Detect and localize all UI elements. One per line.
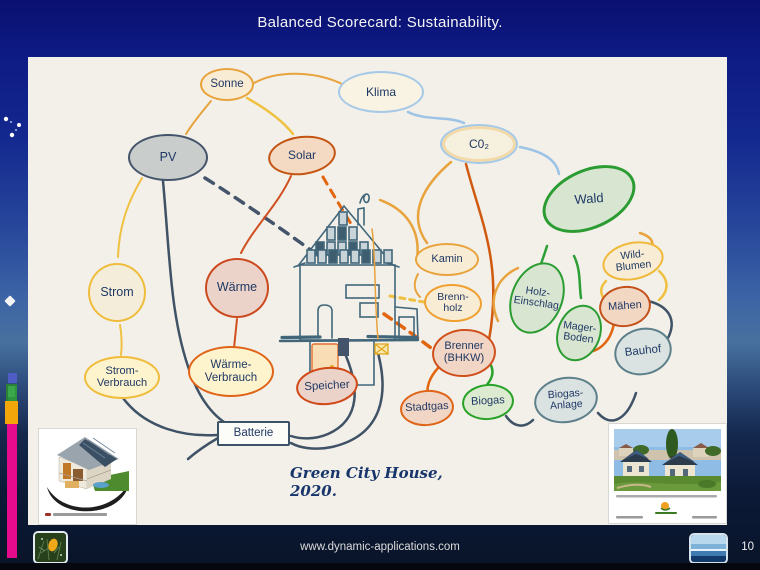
- node-strom-label: Strom: [100, 284, 134, 299]
- node-stadtgas-label: Stadtgas: [404, 399, 449, 415]
- node-sonne: Sonne: [200, 68, 254, 101]
- node-waerme-label: Wärme: [216, 280, 258, 295]
- house-window: [359, 302, 379, 318]
- page-number: 10: [741, 541, 754, 553]
- node-waerme-verbrauch-label: Wärme-Verbrauch: [204, 359, 258, 384]
- diamond-marker-icon: [4, 295, 16, 307]
- flower-photo-art: [35, 533, 66, 562]
- node-klima-shape: [338, 71, 424, 113]
- node-kamin-label: Kamin: [431, 252, 463, 265]
- rail-marker-blue: [8, 373, 17, 383]
- basement-box: [374, 343, 389, 355]
- node-bauhof-label: Bauhof: [624, 343, 662, 360]
- slide-canvas[interactable]: Sonne Klima PV Solar C0₂ Wald Kamin Bre: [28, 57, 727, 525]
- node-maehen: Mähen: [596, 282, 654, 331]
- sea-thumbnail[interactable]: [689, 533, 728, 564]
- footer-url: www.dynamic-applications.com: [300, 541, 460, 553]
- constellation-dots-icon: [3, 116, 21, 138]
- node-wild-blumen: Wild-Blumen: [598, 235, 668, 287]
- node-solar: Solar: [265, 132, 339, 179]
- node-batterie-shape: [217, 421, 290, 446]
- flower-thumbnail[interactable]: [33, 531, 68, 564]
- node-pv-label: PV: [159, 149, 177, 164]
- solar-panel-grid: [306, 211, 393, 264]
- node-brenner-bhkw-label: Brenner (BHKW): [443, 340, 485, 364]
- photo-house-left: [620, 450, 652, 476]
- node-kamin: Kamin: [415, 243, 479, 276]
- house-cutaway-art: [45, 437, 129, 516]
- node-co2-label: C0₂: [469, 136, 489, 151]
- node-speicher: Speicher: [294, 363, 360, 409]
- slide-title: Balanced Scorecard: Sustainability.: [257, 14, 503, 31]
- node-brenner-bhkw: Brenner (BHKW): [430, 326, 498, 380]
- node-waerme-verbrauch: Wärme-Verbrauch: [188, 346, 274, 397]
- node-mager-boden-label: Mager-Boden: [562, 318, 598, 346]
- solar-houses-art: [614, 429, 721, 519]
- rail-marker-orange: [5, 401, 18, 424]
- node-brennholz-label: Brenn-holz: [437, 290, 469, 314]
- node-wald: Wald: [532, 151, 646, 247]
- solar-houses-figure: [608, 423, 727, 524]
- node-batterie-label: Batterie: [233, 427, 274, 440]
- bottom-strip: [0, 563, 760, 570]
- house-sketch: [278, 193, 420, 386]
- node-holz-einschlag: Holz-Einschlag: [499, 253, 575, 343]
- node-waerme: Wärme: [205, 258, 269, 318]
- rail-marker-green: [6, 384, 17, 401]
- node-solar-label: Solar: [287, 148, 316, 163]
- node-strom: Strom: [88, 263, 146, 322]
- basement-device: [338, 338, 349, 356]
- node-wild-blumen-label: Wild-Blumen: [615, 247, 652, 274]
- node-pv: PV: [128, 134, 208, 181]
- node-strom-verbrauch-label: Strom-Verbrauch: [96, 364, 148, 389]
- node-stadtgas: Stadtgas: [398, 387, 456, 429]
- node-sonne-label: Sonne: [210, 78, 244, 91]
- sea-photo-art: [691, 535, 726, 562]
- node-strom-verbrauch: Strom-Verbrauch: [84, 356, 160, 399]
- node-strom-verbrauch-shape: [84, 356, 160, 399]
- node-biogas-label: Biogas: [470, 394, 506, 408]
- house-door: [317, 304, 333, 339]
- node-co2-shape: [440, 124, 518, 164]
- node-mager-boden: Mager-Boden: [548, 298, 610, 368]
- node-biogas-anlage-label: Biogas-Anlage: [547, 386, 584, 413]
- node-strom-shape: [88, 263, 146, 322]
- node-batterie: Batterie: [217, 421, 290, 446]
- node-sonne-shape: [200, 68, 254, 101]
- house-chimney: [357, 207, 365, 226]
- node-co2: C0₂: [440, 124, 518, 164]
- rail-marker-magenta: [7, 424, 17, 558]
- slide-caption: Green City House, 2020.: [290, 464, 443, 500]
- node-wald-label: Wald: [573, 189, 605, 207]
- node-speicher-label: Speicher: [304, 378, 350, 393]
- node-maehen-label: Mähen: [607, 298, 643, 313]
- house-window: [345, 284, 380, 299]
- node-biogas: Biogas: [460, 381, 516, 423]
- node-bauhof: Bauhof: [609, 321, 677, 382]
- house-cutaway-figure: [38, 428, 137, 525]
- node-biogas-anlage: Biogas-Anlage: [530, 372, 602, 428]
- node-klima-label: Klima: [365, 84, 396, 99]
- node-brennholz: Brenn-holz: [423, 282, 483, 324]
- node-klima: Klima: [338, 71, 424, 113]
